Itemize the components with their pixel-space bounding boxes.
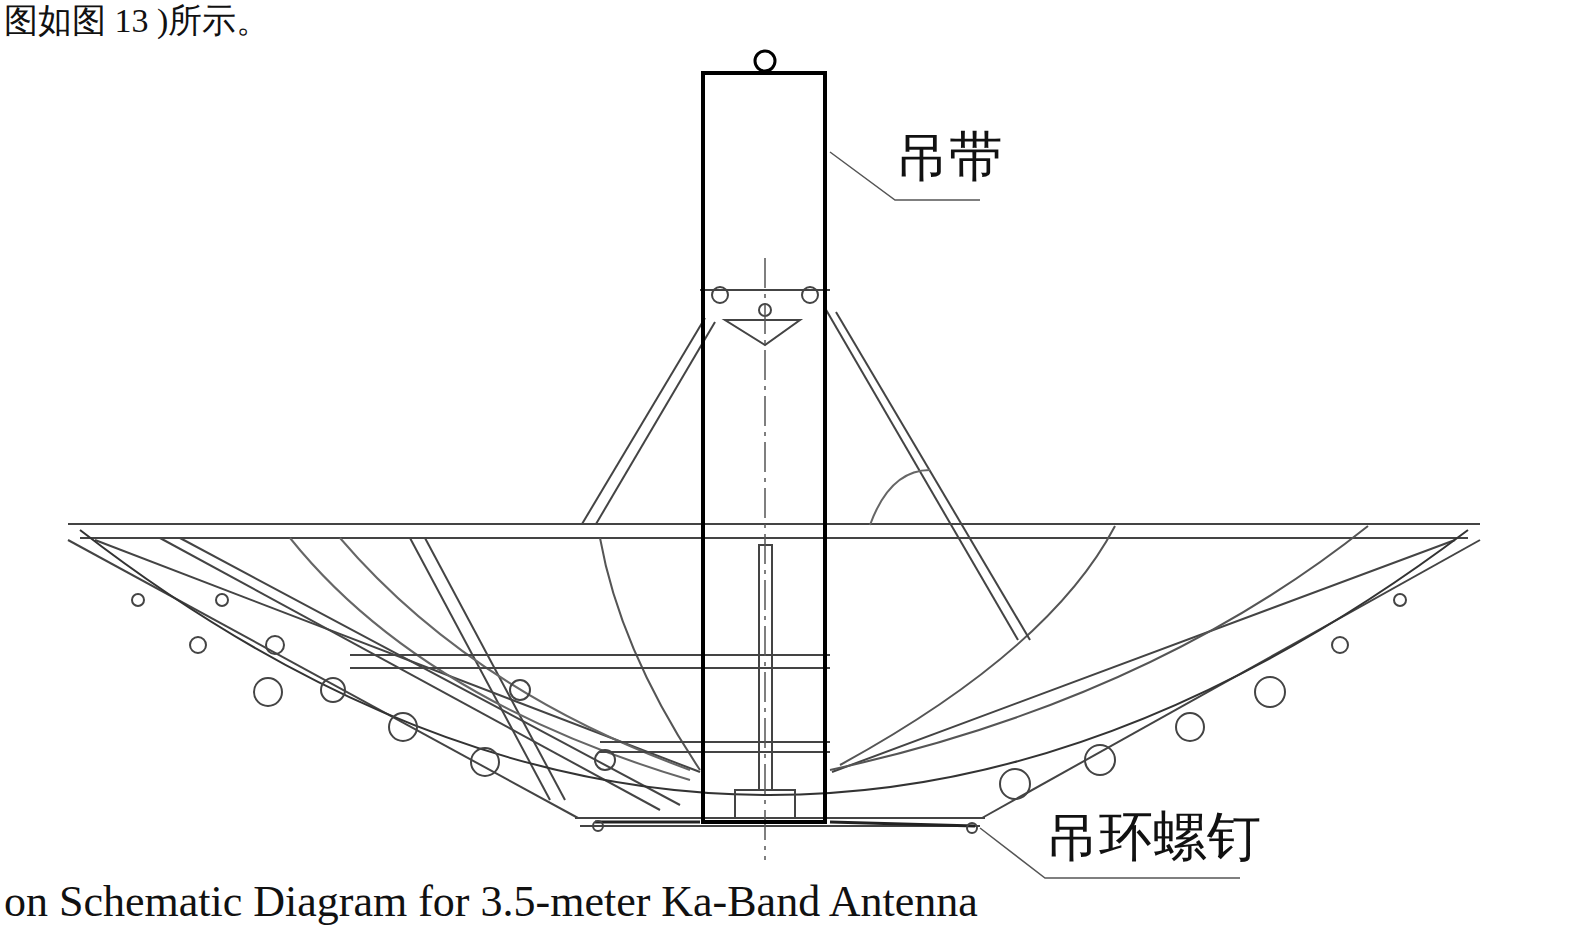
part-label: 吊环螺钉 xyxy=(1045,808,1261,867)
part-label: 吊带 xyxy=(895,128,1003,187)
figure-caption-fragment: on Schematic Diagram for 3.5-meter Ka-Ba… xyxy=(4,878,978,926)
body-text-fragment: 图如图 13 )所示。 xyxy=(4,2,270,39)
